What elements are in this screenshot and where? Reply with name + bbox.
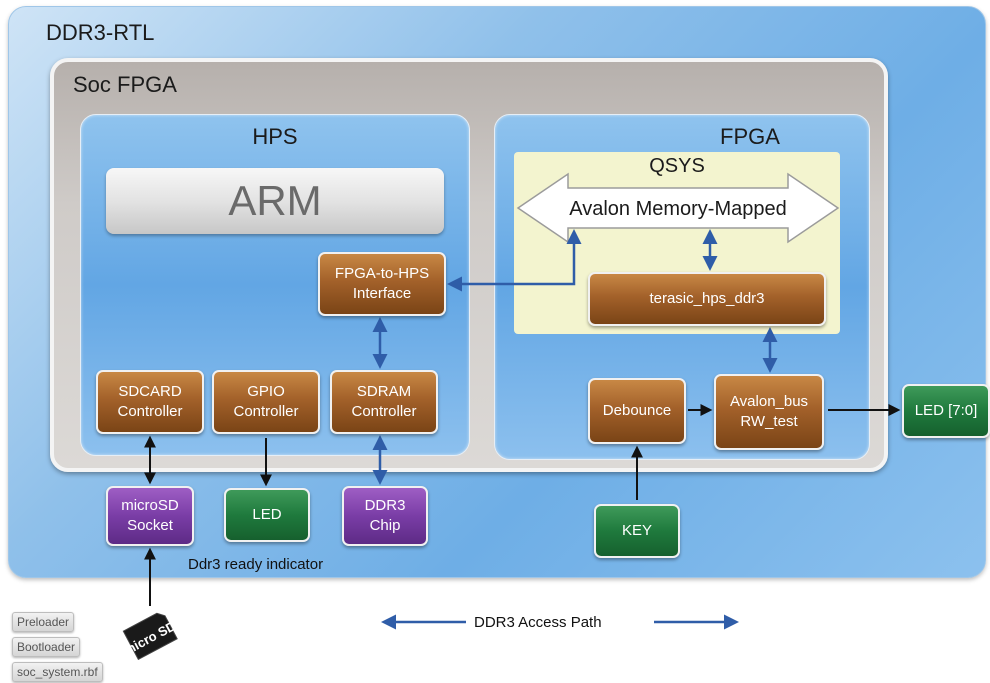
block-line: Interface xyxy=(352,285,412,302)
block-line: Controller xyxy=(233,403,299,420)
block-line: GPIO xyxy=(247,383,285,400)
ddr3-rtl-title: DDR3-RTL xyxy=(46,20,155,45)
ddr3-ready-indicator-label: Ddr3 ready indicator xyxy=(188,556,324,573)
ddr3-access-path-legend: DDR3 Access Path xyxy=(474,614,602,631)
ddr3-chip-block: DDR3 Chip xyxy=(342,486,428,546)
block-line: microSD xyxy=(121,497,179,514)
avalon-memory-mapped-arrow: Avalon Memory-Mapped xyxy=(516,172,840,244)
terasic-hps-ddr3-block: terasic_hps_ddr3 xyxy=(588,272,826,326)
arm-block: ARM xyxy=(106,168,444,234)
block-line: SDCARD xyxy=(118,383,182,400)
block-line: LED [7:0] xyxy=(914,402,978,419)
block-line: Controller xyxy=(351,403,417,420)
fpga-title: FPGA xyxy=(720,124,780,149)
qsys-title: QSYS xyxy=(649,155,705,177)
led-bus-block: LED [7:0] xyxy=(902,384,990,438)
sdram-controller-block: SDRAM Controller xyxy=(330,370,438,434)
led-block: LED xyxy=(224,488,310,542)
gpio-controller-block: GPIO Controller xyxy=(212,370,320,434)
block-line: terasic_hps_ddr3 xyxy=(649,290,765,307)
block-line: LED xyxy=(252,506,282,523)
debounce-block: Debounce xyxy=(588,378,686,444)
block-line: FPGA-to-HPS xyxy=(334,265,430,282)
key-block: KEY xyxy=(594,504,680,558)
microsd-socket-block: microSD Socket xyxy=(106,486,194,546)
sd-file-tag: soc_system.rbf xyxy=(12,662,103,682)
block-line: Chip xyxy=(369,517,401,534)
block-line: RW_test xyxy=(740,413,798,430)
block-line: Avalon_bus xyxy=(729,393,809,410)
sd-file-tag: Bootloader xyxy=(12,637,81,657)
block-line: Socket xyxy=(127,517,173,534)
avalon-bus-rw-test-block: Avalon_bus RW_test xyxy=(714,374,824,450)
block-line: Controller xyxy=(117,403,183,420)
sd-file-tag: Preloader xyxy=(12,612,75,632)
block-line: KEY xyxy=(621,522,652,539)
sdcard-controller-block: SDCARD Controller xyxy=(96,370,204,434)
hps-title: HPS xyxy=(252,124,298,149)
microsd-card-icon: micro SD xyxy=(121,612,178,660)
avalon-to-f2h-arrow xyxy=(447,229,582,292)
soc-fpga-title: Soc FPGA xyxy=(73,72,177,97)
avalon-memory-mapped-label: Avalon Memory-Mapped xyxy=(569,198,787,220)
block-line: SDRAM xyxy=(356,383,412,400)
block-line: DDR3 xyxy=(364,497,406,514)
fpga-to-hps-interface-block: FPGA-to-HPS Interface xyxy=(318,252,446,316)
block-line: Debounce xyxy=(602,402,672,419)
